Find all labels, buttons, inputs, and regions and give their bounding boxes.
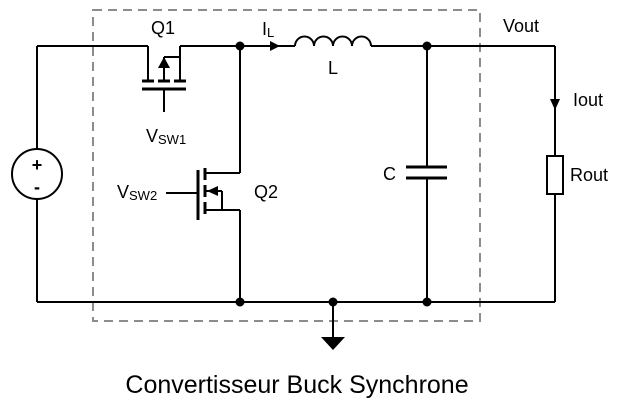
- capacitor: [406, 46, 447, 302]
- vsw2-sub: SW2: [129, 188, 157, 203]
- vsw2-label: VSW2: [117, 182, 157, 203]
- ground-junction-q2: [235, 297, 245, 307]
- vsw2-main: V: [117, 182, 129, 202]
- iout-arrow: [550, 99, 560, 110]
- converter-boundary: [92, 9, 481, 322]
- rout-label: Rout: [570, 165, 608, 185]
- il-arrow: [270, 41, 280, 51]
- ground-icon: [321, 302, 345, 350]
- inductor-label: L: [328, 58, 338, 78]
- diagram-caption: Convertisseur Buck Synchrone: [125, 371, 468, 399]
- vsw1-main: V: [146, 126, 158, 146]
- voltage-source: + -: [11, 46, 63, 302]
- il-sub: L: [267, 25, 274, 40]
- q2-mosfet: [166, 168, 240, 220]
- q2-label: Q2: [254, 182, 278, 202]
- il-label: IL: [262, 19, 274, 40]
- source-plus-sign: +: [32, 155, 43, 175]
- inductor-coil: [294, 35, 372, 47]
- output-resistor: [546, 46, 564, 302]
- ground-junction-cap: [422, 297, 432, 307]
- q1-mosfet: [142, 46, 186, 112]
- iout-label: Iout: [573, 90, 603, 110]
- il-main: I: [262, 19, 267, 39]
- q1-label: Q1: [151, 18, 175, 38]
- vsw1-sub: SW1: [158, 132, 186, 147]
- capacitor-label: C: [383, 164, 396, 184]
- vsw1-label: VSW1: [146, 126, 186, 147]
- source-minus-sign: -: [34, 177, 40, 197]
- vout-label: Vout: [503, 16, 539, 36]
